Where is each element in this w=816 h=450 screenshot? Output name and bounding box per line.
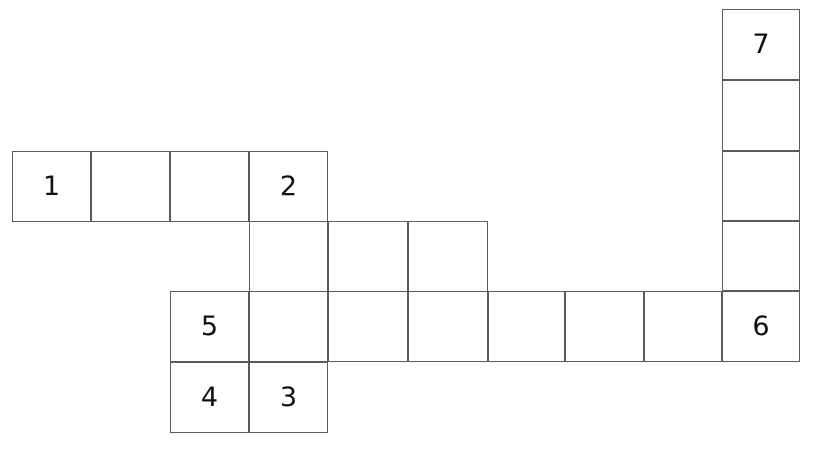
grid-cell-empty[interactable] (644, 291, 722, 362)
grid-cell-empty[interactable] (408, 221, 488, 292)
grid-cell-empty[interactable] (408, 291, 488, 362)
grid-cell-label: 4 (200, 382, 219, 413)
grid-cell-numbered[interactable]: 6 (722, 291, 800, 362)
grid-cell-empty[interactable] (328, 291, 408, 362)
grid-cell-label: 2 (279, 171, 298, 202)
grid-cell-empty[interactable] (722, 151, 800, 221)
grid-cell-label: 5 (200, 311, 219, 342)
grid-cell-label: 6 (752, 311, 770, 342)
grid-cell-empty[interactable] (722, 80, 800, 151)
grid-cell-numbered[interactable]: 1 (12, 151, 91, 222)
grid-cell-numbered[interactable]: 3 (249, 362, 328, 433)
grid-cell-empty[interactable] (565, 291, 644, 362)
grid-cell-numbered[interactable]: 5 (170, 291, 249, 362)
grid-cell-empty[interactable] (722, 221, 800, 291)
grid-cell-label: 1 (42, 171, 61, 202)
grid-cell-label: 7 (752, 29, 770, 60)
grid-cell-empty[interactable] (328, 221, 408, 292)
grid-cell-empty[interactable] (170, 151, 249, 222)
grid-cell-empty[interactable] (91, 151, 170, 222)
grid-cell-empty[interactable] (249, 291, 328, 362)
grid-cell-numbered[interactable]: 7 (722, 9, 800, 80)
grid-cell-empty[interactable] (249, 221, 328, 292)
grid-cell-label: 3 (279, 382, 298, 413)
grid-cell-empty[interactable] (488, 291, 565, 362)
grid-cell-numbered[interactable]: 2 (249, 151, 328, 222)
grid-cell-numbered[interactable]: 4 (170, 362, 249, 433)
